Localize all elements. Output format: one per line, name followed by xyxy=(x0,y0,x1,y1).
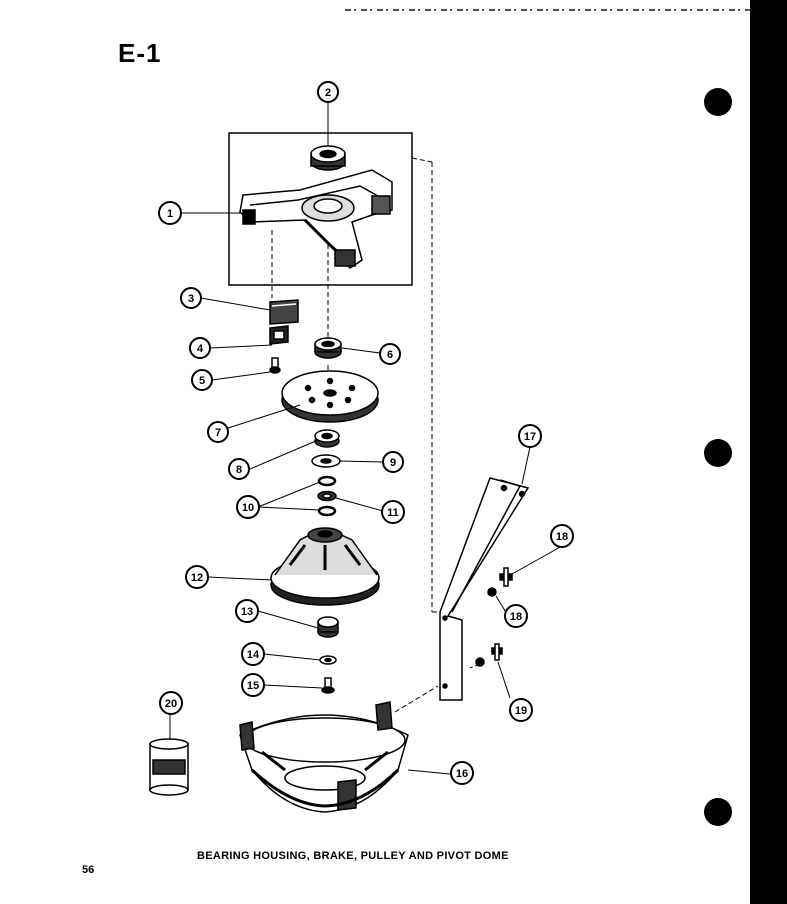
callout-1: 1 xyxy=(167,208,173,220)
callout-18-b: 18 xyxy=(556,531,568,543)
part-6-seal xyxy=(314,337,342,359)
part-1-bearing-housing xyxy=(239,169,393,269)
callout-13: 13 xyxy=(241,606,253,618)
part-9-washer xyxy=(311,454,341,468)
callout-20: 20 xyxy=(165,698,177,710)
callout-circle xyxy=(207,421,229,443)
part-18-19-fasteners xyxy=(475,567,513,667)
callout-circle xyxy=(450,761,474,785)
part-8-seal xyxy=(314,429,340,448)
callout-6: 6 xyxy=(387,349,393,361)
assembly-box xyxy=(228,132,413,286)
callout-circle xyxy=(228,458,250,480)
callout-7: 7 xyxy=(215,427,221,439)
callout-circle xyxy=(382,451,404,473)
part-10-11-washers xyxy=(317,475,337,517)
page-label: E-1 xyxy=(118,38,162,68)
callout-circle xyxy=(241,642,265,666)
callout-numbers: 2 1 3 4 5 6 7 8 9 10 11 12 13 14 15 16 1… xyxy=(165,87,568,780)
leader-lines xyxy=(169,103,563,775)
callout-17: 17 xyxy=(524,431,536,443)
part-4-clip xyxy=(269,325,289,345)
part-17-brace xyxy=(439,477,530,701)
part-15-bolt xyxy=(321,677,335,694)
callout-18-a: 18 xyxy=(510,611,522,623)
callout-circle xyxy=(518,424,542,448)
page-number: 56 xyxy=(82,864,95,876)
callout-4: 4 xyxy=(197,343,204,355)
callout-12: 12 xyxy=(191,572,203,584)
callout-19: 19 xyxy=(515,705,527,717)
part-14-washer xyxy=(319,655,337,665)
callout-circle xyxy=(159,691,183,715)
part-3-bracket xyxy=(269,299,299,325)
callout-14: 14 xyxy=(247,649,260,661)
callout-3: 3 xyxy=(188,293,194,305)
callout-circles xyxy=(158,81,574,785)
callout-2: 2 xyxy=(325,87,331,99)
callout-9: 9 xyxy=(390,457,396,469)
part-12-pulley xyxy=(270,527,380,606)
callout-circle xyxy=(191,369,213,391)
callout-circle xyxy=(236,495,260,519)
binder-hole xyxy=(704,798,732,826)
callout-circle xyxy=(180,287,202,309)
callout-circle xyxy=(550,524,574,548)
binder-hole xyxy=(704,439,732,467)
callout-circle xyxy=(317,81,339,103)
callout-circle xyxy=(509,698,533,722)
callout-15: 15 xyxy=(247,680,259,692)
callout-16: 16 xyxy=(456,768,468,780)
part-13-coupling xyxy=(317,616,339,638)
binder-hole xyxy=(704,88,732,116)
part-20-can xyxy=(149,738,189,796)
callout-circle xyxy=(235,599,259,623)
callout-circle xyxy=(504,604,528,628)
callout-circle xyxy=(158,201,182,225)
page-edge-shadow xyxy=(750,0,787,904)
callout-10: 10 xyxy=(242,502,254,514)
callout-circle xyxy=(241,673,265,697)
part-16-pivot-dome xyxy=(239,701,409,813)
callout-5: 5 xyxy=(199,375,205,387)
callout-11: 11 xyxy=(387,507,399,519)
callout-circle xyxy=(381,500,405,524)
part-5-screw xyxy=(269,357,281,374)
diagram-caption: BEARING HOUSING, BRAKE, PULLEY AND PIVOT… xyxy=(197,850,509,862)
callout-circle xyxy=(379,343,401,365)
part-7-brake-disc xyxy=(281,370,379,423)
callout-circle xyxy=(185,565,209,589)
part-2-bearing xyxy=(310,145,346,171)
callout-8: 8 xyxy=(236,464,242,476)
callout-circle xyxy=(189,337,211,359)
